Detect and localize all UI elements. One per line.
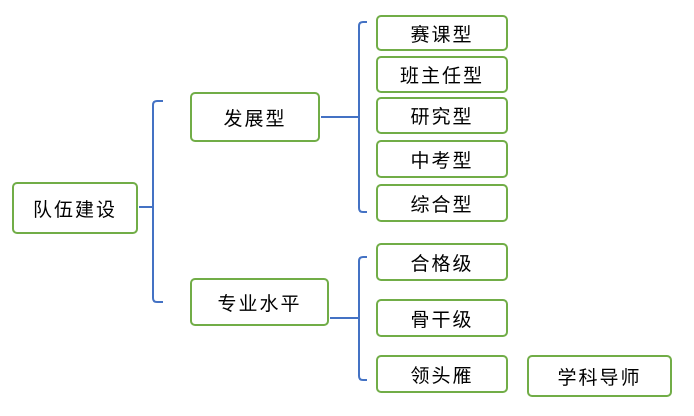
branch-1-bracket <box>358 21 367 213</box>
branch-node-professional-level: 专业水平 <box>190 278 329 326</box>
leaf-node-backbone: 骨干级 <box>376 299 508 337</box>
leaf-node-exam: 中考型 <box>376 140 508 178</box>
leaf-node-contest-lesson: 赛课型 <box>376 15 508 51</box>
leaf-node-lead-goose: 领头雁 <box>376 355 508 393</box>
leaf-node-research: 研究型 <box>376 97 508 134</box>
root-bracket <box>152 100 163 303</box>
extra-node-subject-mentor: 学科导师 <box>527 355 672 397</box>
leaf-node-qualified: 合格级 <box>376 243 508 281</box>
root-node: 队伍建设 <box>12 182 138 234</box>
leaf-node-comprehensive: 综合型 <box>376 184 508 222</box>
branch-node-development: 发展型 <box>190 92 320 142</box>
leaf-node-homeroom-teacher: 班主任型 <box>376 56 508 93</box>
branch-2-bracket <box>358 256 367 381</box>
